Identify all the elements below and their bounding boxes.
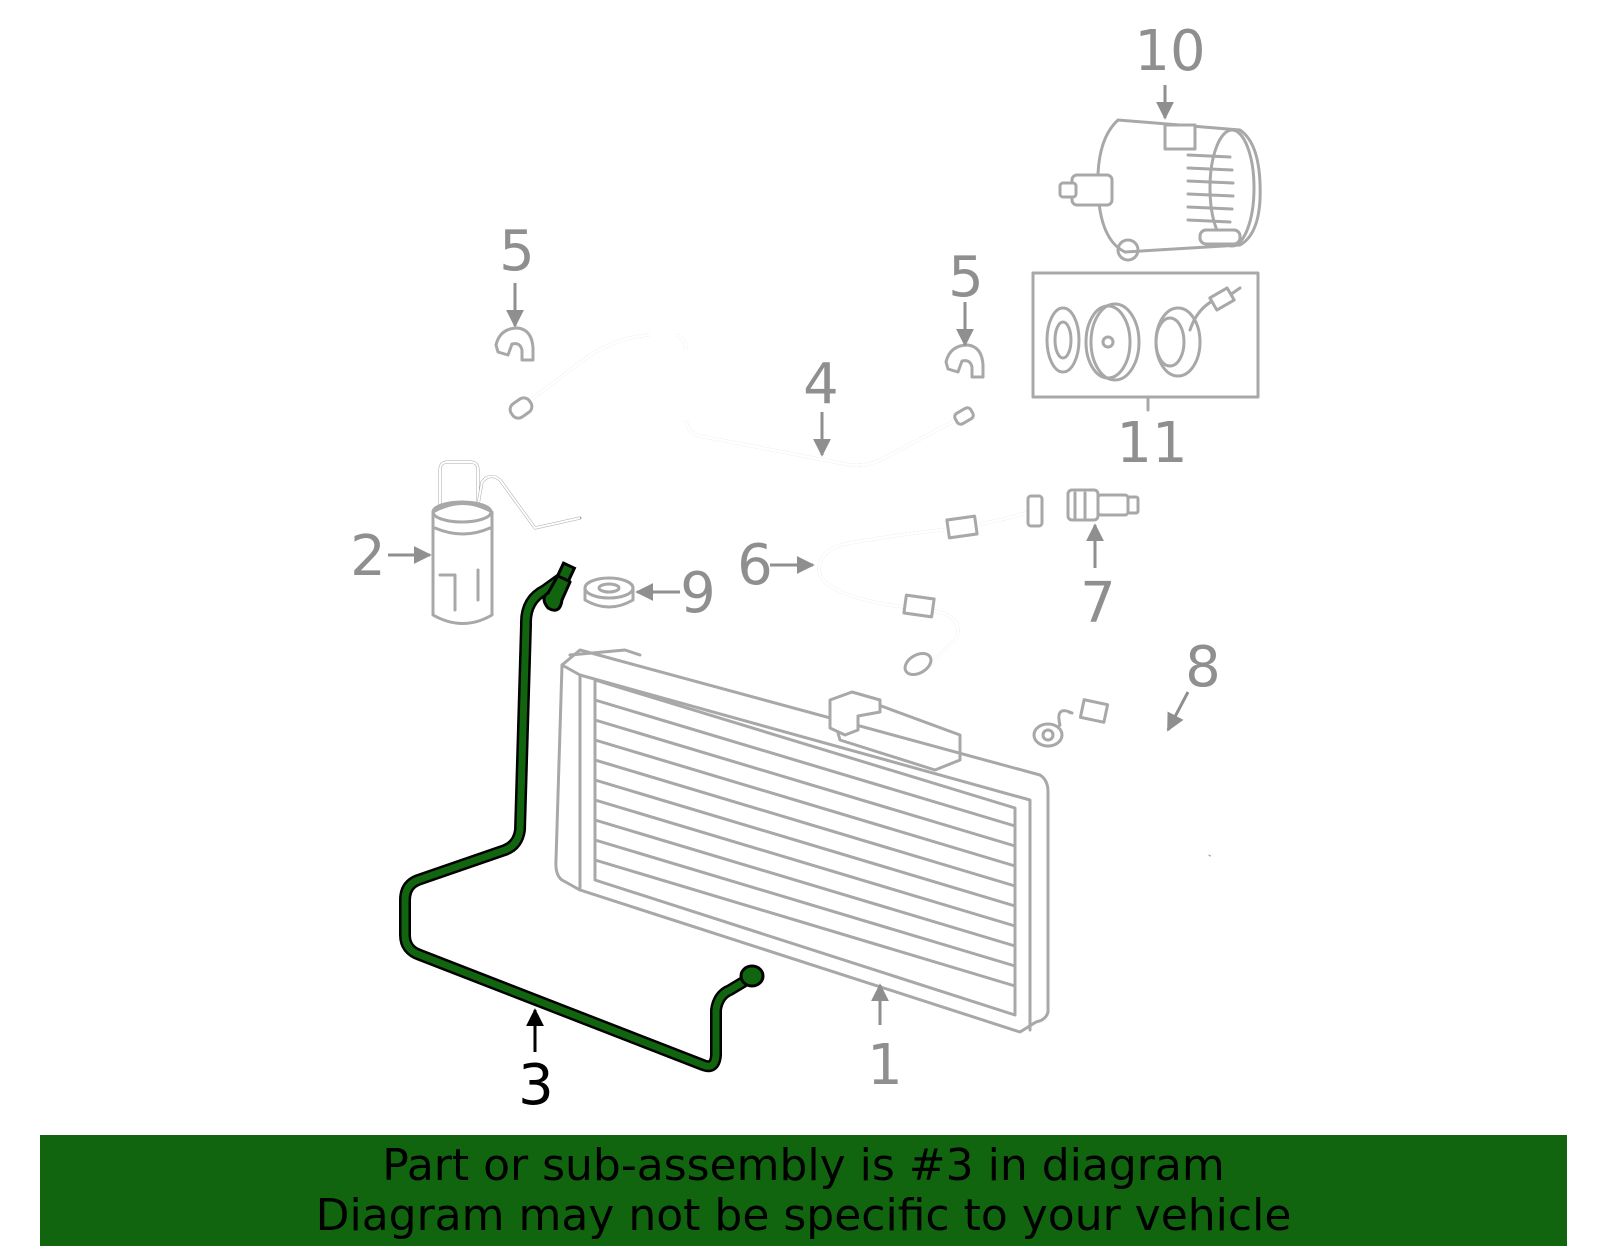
clip-part-5-right xyxy=(944,343,985,379)
callout-2: 2 xyxy=(350,524,386,589)
condenser-line-part-3-highlighted xyxy=(399,561,765,1073)
callout-6: 6 xyxy=(737,533,773,598)
callout-10: 10 xyxy=(1134,19,1205,84)
callout-1: 1 xyxy=(867,1033,903,1098)
washer-part-9 xyxy=(583,576,635,609)
callout-11: 11 xyxy=(1116,411,1187,476)
callout-arrows xyxy=(388,85,1190,1052)
info-banner: Part or sub-assembly is #3 in diagram Di… xyxy=(40,1135,1567,1246)
clip-part-5-left xyxy=(494,326,535,362)
receiver-drier-part-2 xyxy=(431,460,582,625)
callout-9: 9 xyxy=(680,561,716,626)
compressor-part-10 xyxy=(1058,118,1262,262)
callout-5-right: 5 xyxy=(948,245,984,310)
callout-7: 7 xyxy=(1080,571,1116,636)
discharge-hose-part-8 xyxy=(1032,698,1225,857)
clutch-kit-part-11 xyxy=(1031,271,1260,412)
suction-hose-part-4 xyxy=(508,333,975,467)
callout-3-highlighted: 3 xyxy=(518,1053,554,1118)
callout-8: 8 xyxy=(1185,635,1221,700)
liquid-line-part-6 xyxy=(817,494,1044,676)
banner-line-part-number: Part or sub-assembly is #3 in diagram xyxy=(382,1139,1225,1191)
fitting-part-7 xyxy=(1066,488,1140,522)
callout-4: 4 xyxy=(803,352,839,417)
banner-line-disclaimer: Diagram may not be specific to your vehi… xyxy=(315,1189,1292,1241)
condenser-part-1 xyxy=(554,648,1050,1034)
callout-5-left: 5 xyxy=(499,219,535,284)
